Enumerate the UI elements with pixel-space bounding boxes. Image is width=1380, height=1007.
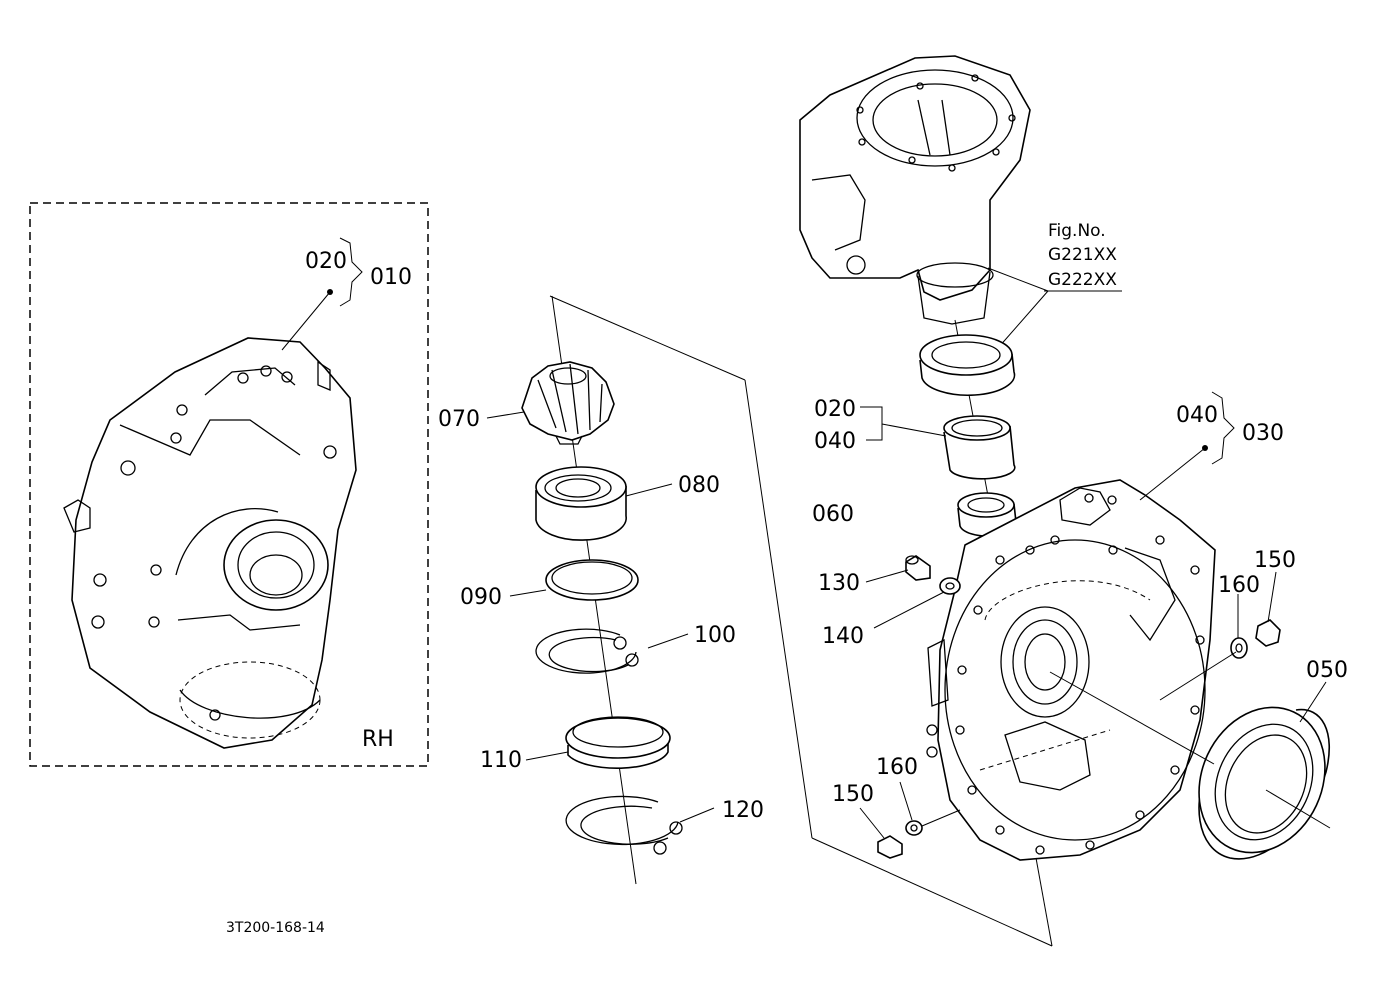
bolt-150-r [1255, 619, 1281, 647]
leader-150-l [859, 807, 885, 839]
pinion-stack: 070 080 090 100 110 120 [438, 295, 1053, 947]
bearing-110 [565, 716, 671, 770]
drawing-code: 3T200-168-14 [226, 920, 325, 936]
label-150-l: 150 [832, 782, 874, 807]
bracket-030 [1211, 391, 1235, 465]
bolt-150-l [877, 835, 903, 859]
leader-160-l [899, 781, 913, 821]
seal-axis-a [1049, 671, 1215, 765]
label-030: 030 [1242, 421, 1284, 446]
label-120: 120 [722, 798, 764, 823]
label-040-b: 040 [1176, 403, 1218, 428]
label-rh: RH [362, 727, 394, 752]
label-080: 080 [678, 473, 720, 498]
fig-g221: G221XX [1048, 245, 1117, 265]
frame-line-case [1035, 857, 1053, 947]
fig-reference: Fig.No. G221XX G222XX [987, 221, 1122, 349]
leader-dot-030 [1202, 445, 1208, 451]
label-100: 100 [694, 623, 736, 648]
leader-120 [679, 807, 715, 823]
rh-inset: 020 010 RH [29, 202, 429, 767]
snap-ring-120 [565, 795, 683, 855]
snap-ring-100 [535, 628, 639, 674]
label-130: 130 [818, 571, 860, 596]
leader-rh-housing [281, 291, 331, 351]
oil-seal-050 [1198, 706, 1331, 860]
kingpin-stack: 020 040 060 [812, 319, 1018, 561]
leader-fig-bearing [997, 290, 1049, 349]
shim-090 [545, 559, 639, 601]
main-gear-case [926, 479, 1216, 861]
seal-axis-b [1265, 789, 1331, 829]
bearing-080 [535, 466, 627, 541]
plug-130 [905, 555, 931, 581]
bevel-gear-070 [521, 361, 615, 445]
leader-090 [509, 589, 547, 597]
leader-fig-case [987, 267, 1049, 292]
label-040: 040 [814, 429, 856, 454]
label-110: 110 [480, 748, 522, 773]
bracket-010 [339, 237, 363, 307]
upper-case [799, 55, 1031, 325]
leader-130 [865, 569, 909, 583]
leader-150-r [1267, 571, 1277, 623]
washer-160-r [1230, 637, 1248, 659]
leader-160-r-case [1159, 651, 1237, 701]
bracket-020-040 [860, 406, 947, 441]
frame-line-right [744, 379, 813, 839]
leader-050 [1299, 681, 1327, 723]
fig-g222: G222XX [1048, 270, 1117, 290]
bearing-upper [919, 334, 1016, 397]
washer-140 [939, 577, 961, 595]
label-020: 020 [814, 397, 856, 422]
rh-inset-frame [29, 202, 429, 767]
frame-line-bottom [811, 837, 1053, 947]
washer-160-l [905, 820, 923, 836]
label-150-r: 150 [1254, 548, 1296, 573]
label-160-l: 160 [876, 755, 918, 780]
leader-160-l-case [921, 809, 961, 827]
leader-dot-rh [327, 289, 333, 295]
label-160-r: 160 [1218, 573, 1260, 598]
label-070: 070 [438, 407, 480, 432]
frame-line-top [549, 295, 746, 381]
label-090: 090 [460, 585, 502, 610]
label-060: 060 [812, 502, 854, 527]
leader-110 [525, 751, 569, 761]
bushing-020 [943, 415, 1016, 480]
fig-no-label: Fig.No. [1048, 221, 1106, 241]
label-140: 140 [822, 624, 864, 649]
leader-140 [873, 591, 945, 629]
leader-100 [647, 633, 689, 649]
leader-070 [486, 411, 525, 419]
label-020-rh: 020 [305, 249, 347, 274]
leader-030 [1139, 447, 1206, 501]
label-050: 050 [1306, 658, 1348, 683]
label-010: 010 [370, 265, 412, 290]
rh-housing-drawing [63, 337, 357, 749]
leader-080 [625, 483, 673, 497]
